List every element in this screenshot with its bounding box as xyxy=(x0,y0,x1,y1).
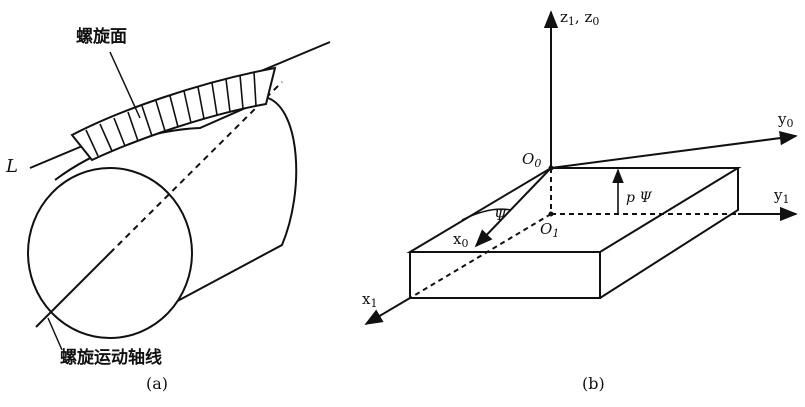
helical-axis-hidden xyxy=(109,81,283,254)
origin-O1-dot xyxy=(548,211,554,217)
label-helical-surface: 螺旋面 xyxy=(76,26,127,47)
label-x1: x1 xyxy=(362,290,377,310)
figure-b xyxy=(364,10,798,325)
label-line-L: L xyxy=(5,156,18,177)
caption-b: (b) xyxy=(582,374,605,393)
label-z-axes: z1, z0 xyxy=(560,8,599,28)
x1-axis-hidden xyxy=(409,213,552,299)
label-p-psi: p Ψ xyxy=(626,190,652,206)
label-O0: O0 xyxy=(522,150,541,170)
label-x0: x0 xyxy=(453,230,468,250)
x1-axis xyxy=(364,297,411,325)
leader-axis xyxy=(47,317,63,351)
block-front-face xyxy=(409,252,601,299)
x0-axis xyxy=(474,167,552,248)
helical-surface-ribs xyxy=(85,71,257,157)
block-right-face xyxy=(599,168,739,299)
origin-O0-dot xyxy=(548,165,554,171)
label-angle-psi: Ψ xyxy=(494,208,507,224)
y0-axis xyxy=(550,130,798,169)
helical-surface-band xyxy=(70,66,277,162)
label-y1: y1 xyxy=(773,186,789,206)
caption-a: (a) xyxy=(146,374,168,393)
label-helical-axis: 螺旋运动轴线 xyxy=(60,347,162,368)
helical-axis-line xyxy=(35,252,111,328)
label-y0: y0 xyxy=(777,110,793,130)
leader-helical-surface xyxy=(109,51,141,119)
angle-psi-arc xyxy=(461,208,512,221)
label-O1: O1 xyxy=(540,220,559,240)
figure-a xyxy=(27,41,331,351)
